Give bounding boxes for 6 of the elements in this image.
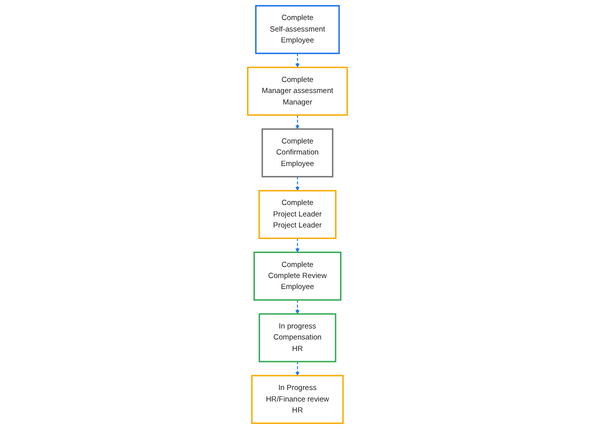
arrow <box>294 52 300 68</box>
arrow <box>294 114 300 130</box>
arrow <box>294 238 300 252</box>
arrow <box>294 299 300 314</box>
arrow <box>294 361 300 376</box>
arrow <box>294 176 300 191</box>
